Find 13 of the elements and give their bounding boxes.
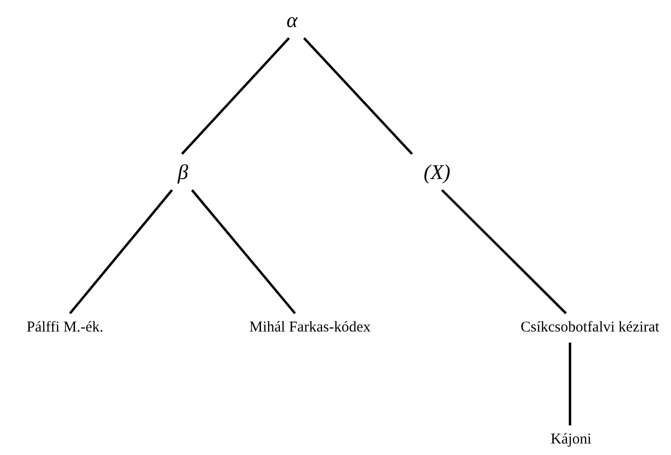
stemma-line xyxy=(441,189,567,314)
stemma-line xyxy=(69,189,173,314)
stemma-line xyxy=(181,37,290,155)
manuscript-label: Kájoni xyxy=(550,431,592,449)
manuscript-label: Csíkcsobotfalvi kézirat xyxy=(520,319,660,337)
manuscript-label: Mihál Farkas-kódex xyxy=(249,319,371,337)
stemma-line xyxy=(568,342,572,426)
manuscript-label: (X) xyxy=(424,160,450,184)
manuscript-label: Pálffi M.-ék. xyxy=(26,319,104,337)
stemma-line xyxy=(191,189,296,314)
manuscript-label: α xyxy=(286,8,298,32)
stemma-line xyxy=(303,37,413,155)
manuscript-label: β xyxy=(178,160,188,184)
